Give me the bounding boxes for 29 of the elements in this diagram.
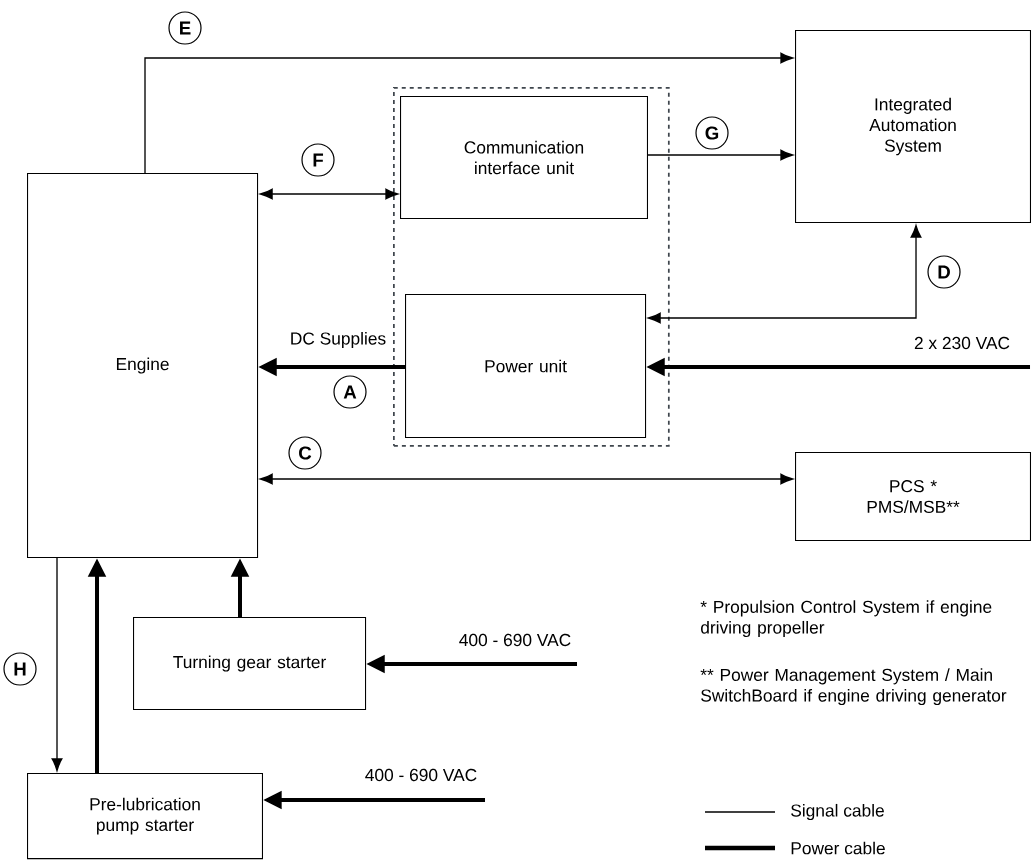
block-box: Engine [27, 173, 259, 559]
block-box: Turning gear starter [133, 617, 367, 711]
block-box: PCS * PMS/MSB** [795, 452, 1031, 542]
block-box: Integrated Automation System [795, 30, 1031, 224]
circled-letter: A [333, 375, 367, 409]
circled-letter: F [301, 143, 335, 177]
unit-box: Power unit [405, 294, 647, 438]
circled-letter: G [695, 116, 729, 150]
signal-arrow [51, 557, 63, 772]
legend-text: Power cable [791, 841, 885, 855]
circled-letter: H [3, 652, 37, 686]
circled-letter: E [168, 11, 202, 45]
signal-arrow [144, 52, 794, 174]
circled-letter: D [927, 255, 961, 289]
edge-label: 400 - 690 VAC [457, 632, 573, 648]
edge-label: 400 - 690 VAC [363, 767, 479, 783]
block-box: Pre-lubrication pump starter [27, 773, 263, 860]
signal-arrow [647, 149, 794, 161]
cable-label: DC Supplies [288, 330, 388, 350]
circled-letter: C [288, 436, 322, 470]
footnote: ** Power Management System / Main SwitchBoard if engine driving generator [700, 668, 1007, 706]
signal-arrow [647, 224, 922, 324]
legend-text: Signal cable [791, 803, 884, 821]
signal-arrow [259, 188, 399, 200]
group-frame [393, 87, 670, 447]
signal-arrow [259, 473, 794, 485]
edge-label: 2 x 230 VAC [912, 335, 1012, 351]
unit-box: Communication interface unit [400, 96, 648, 220]
footnote: * Propulsion Control System if engine driving propeller [700, 600, 992, 638]
